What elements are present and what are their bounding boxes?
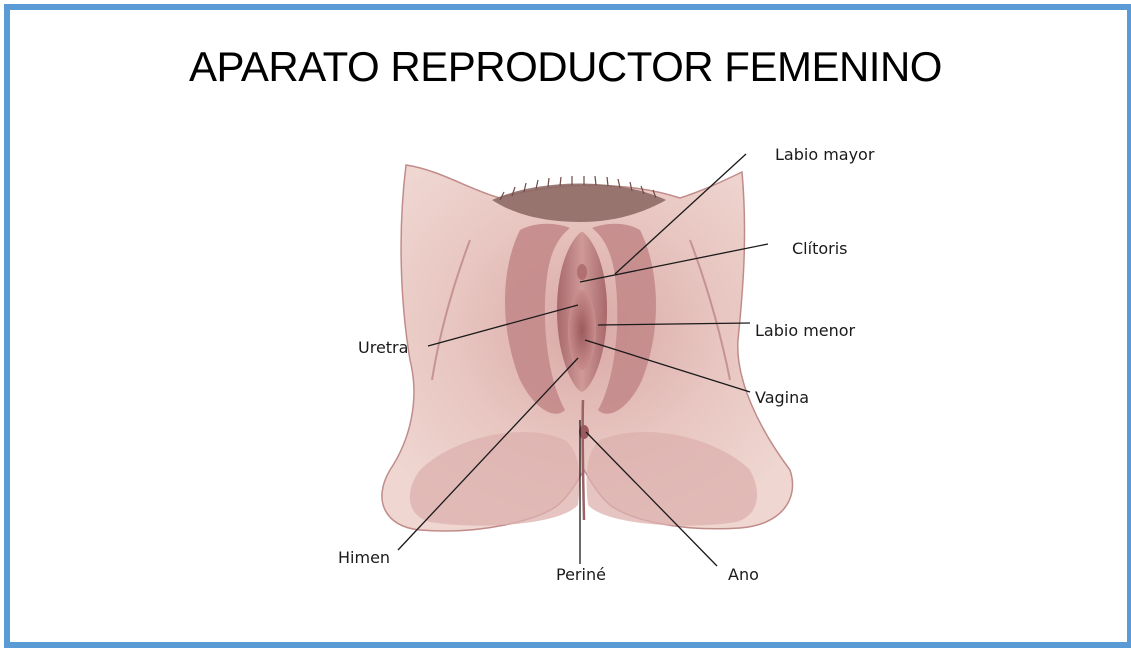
label-labio-menor: Labio menor [755,321,856,340]
label-vagina: Vagina [755,388,809,407]
vestibule [568,290,596,370]
anatomy-illustration [382,165,793,531]
label-himen: Himen [338,548,390,567]
label-uretra: Uretra [358,338,408,357]
label-ano: Ano [728,565,759,584]
label-perine: Periné [556,565,606,584]
gluteal-cleft [583,400,584,520]
clitoris-shape [577,264,587,280]
label-labio-mayor: Labio mayor [775,145,875,164]
label-clitoris: Clítoris [792,239,847,258]
